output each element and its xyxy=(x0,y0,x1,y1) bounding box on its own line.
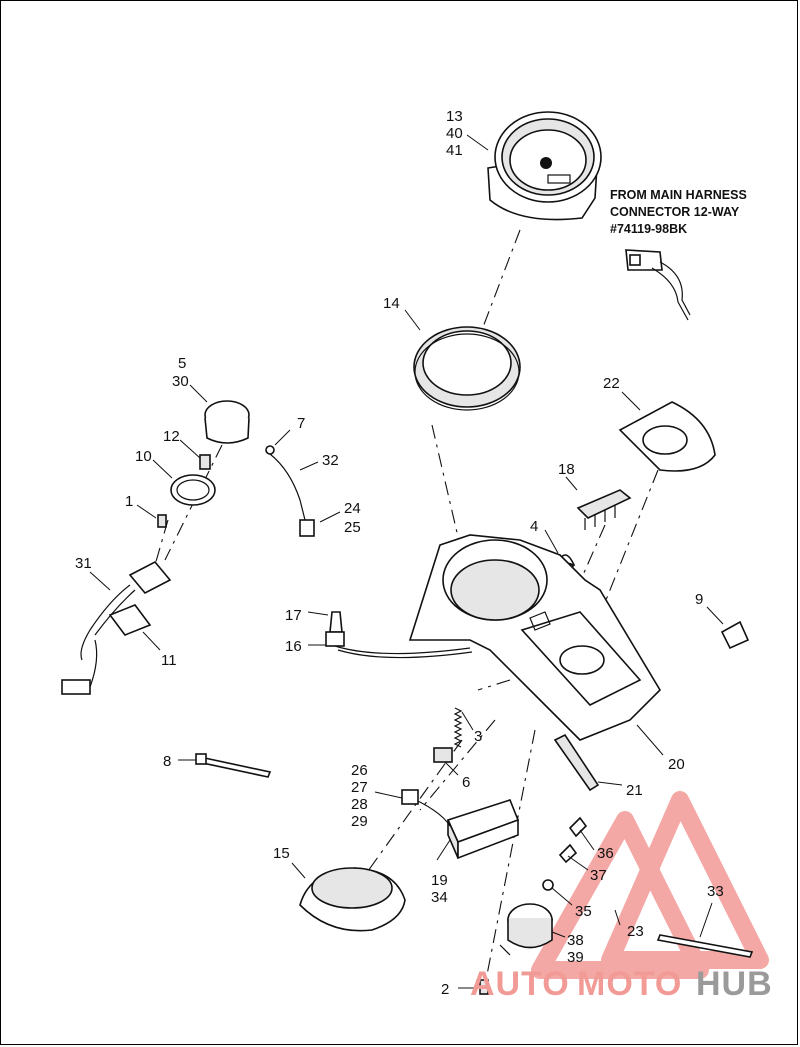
rubber-block-part xyxy=(433,747,453,763)
cable-tie-part xyxy=(195,753,272,778)
callout-23: 23 xyxy=(627,923,644,940)
watermark-text-hub: HUB xyxy=(696,965,773,1003)
callout-13: 13 xyxy=(446,108,463,125)
callout-12: 12 xyxy=(163,428,180,445)
callout-15: 15 xyxy=(273,845,290,862)
console-housing-part xyxy=(408,534,662,741)
callout-30: 30 xyxy=(172,373,189,390)
speedometer-part xyxy=(487,111,602,221)
watermark-text-auto: AUTO xyxy=(470,965,570,1003)
clip-part xyxy=(720,620,750,650)
callout-17: 17 xyxy=(285,607,302,624)
callout-labels: 13 40 41 14 5 30 7 32 12 10 24 25 1 31 1… xyxy=(75,108,724,998)
callout-18: 18 xyxy=(558,461,575,478)
callout-2: 2 xyxy=(441,981,449,998)
callout-36: 36 xyxy=(597,845,614,862)
spring-part xyxy=(453,707,463,748)
lower-cover-part xyxy=(299,867,406,932)
callout-10: 10 xyxy=(135,448,152,465)
callout-34: 34 xyxy=(431,889,448,906)
callout-20: 20 xyxy=(668,756,685,773)
bulb-socket-part xyxy=(325,611,473,659)
callout-27: 27 xyxy=(351,779,368,796)
callout-16: 16 xyxy=(285,638,302,655)
callout-41: 41 xyxy=(446,142,463,159)
left-assembly-part xyxy=(61,400,315,695)
callout-25: 25 xyxy=(344,519,361,536)
callout-32: 32 xyxy=(322,452,339,469)
callout-22: 22 xyxy=(603,375,620,392)
callout-40: 40 xyxy=(446,125,463,142)
connector-strip-part xyxy=(576,489,632,530)
callout-31: 31 xyxy=(75,555,92,572)
leader-lines xyxy=(89,134,724,989)
gasket-plate-part xyxy=(618,401,716,472)
callout-33: 33 xyxy=(707,883,724,900)
callout-21: 21 xyxy=(626,782,643,799)
callout-14: 14 xyxy=(383,295,400,312)
harness-note: FROM MAIN HARNESS CONNECTOR 12-WAY #7411… xyxy=(610,188,747,236)
watermark-text-moto: MOTO xyxy=(577,965,682,1003)
module-part xyxy=(401,789,520,860)
watermark-wordmark: AUTO MOTO HUB xyxy=(470,965,773,1003)
callout-35: 35 xyxy=(575,903,592,920)
callout-38: 38 xyxy=(567,932,584,949)
callout-9: 9 xyxy=(695,591,703,608)
callout-4: 4 xyxy=(530,518,538,535)
note-line-3: #74119-98BK xyxy=(610,222,687,236)
callout-19: 19 xyxy=(431,872,448,889)
relay-cluster-part xyxy=(499,816,588,956)
bracket-strip-part xyxy=(553,733,600,792)
callout-37: 37 xyxy=(590,867,607,884)
gasket-ring-part xyxy=(413,326,521,411)
callout-5: 5 xyxy=(178,355,186,372)
screw-part xyxy=(479,979,489,995)
note-line-2: CONNECTOR 12-WAY xyxy=(610,205,740,219)
callout-8: 8 xyxy=(163,753,171,770)
long-cable-tie-part xyxy=(656,934,754,958)
callout-26: 26 xyxy=(351,762,368,779)
watermark-logo xyxy=(531,791,769,979)
callout-29: 29 xyxy=(351,813,368,830)
callout-1: 1 xyxy=(125,493,133,510)
callout-7: 7 xyxy=(297,415,305,432)
callout-11: 11 xyxy=(161,652,177,669)
callout-3: 3 xyxy=(474,728,482,745)
callout-28: 28 xyxy=(351,796,368,813)
callout-6: 6 xyxy=(462,774,470,791)
callout-39: 39 xyxy=(567,949,584,966)
callout-24: 24 xyxy=(344,500,361,517)
harness-connector-part xyxy=(625,249,691,321)
note-line-1: FROM MAIN HARNESS xyxy=(610,188,747,202)
